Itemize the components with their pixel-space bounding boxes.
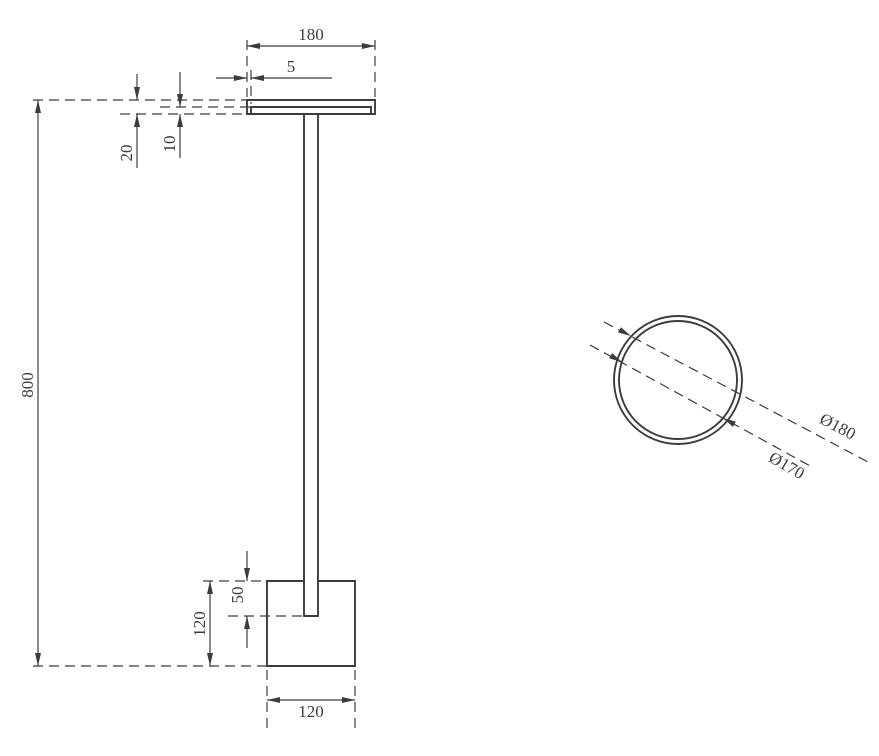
dimension-labels: 180 5 20 10 800 50 120 120 Ø180 Ø170 — [18, 25, 859, 721]
dim-rim-width: 5 — [287, 57, 296, 76]
top-view-outline — [613, 315, 743, 445]
extension-lines — [33, 40, 869, 734]
lamp-base — [266, 580, 356, 667]
dim-head-height: 20 — [117, 145, 136, 162]
dimension-arrows — [35, 43, 736, 703]
inner-circle — [618, 320, 738, 440]
lamp-pole — [303, 113, 319, 617]
diameter-leader-inner — [589, 344, 813, 468]
dim-total-height: 800 — [18, 372, 37, 398]
dim-pole-insert-depth: 50 — [228, 587, 247, 604]
outer-circle — [613, 315, 743, 445]
dim-top-width: 180 — [298, 25, 324, 44]
diameter-leader-outer — [603, 321, 869, 463]
front-view-outline — [246, 99, 376, 667]
lamp-head-disc — [246, 99, 376, 115]
dim-base-width: 120 — [298, 702, 324, 721]
dim-base-height: 120 — [190, 611, 209, 637]
dimension-lines — [37, 45, 375, 701]
dim-plate-thickness: 10 — [160, 136, 179, 153]
